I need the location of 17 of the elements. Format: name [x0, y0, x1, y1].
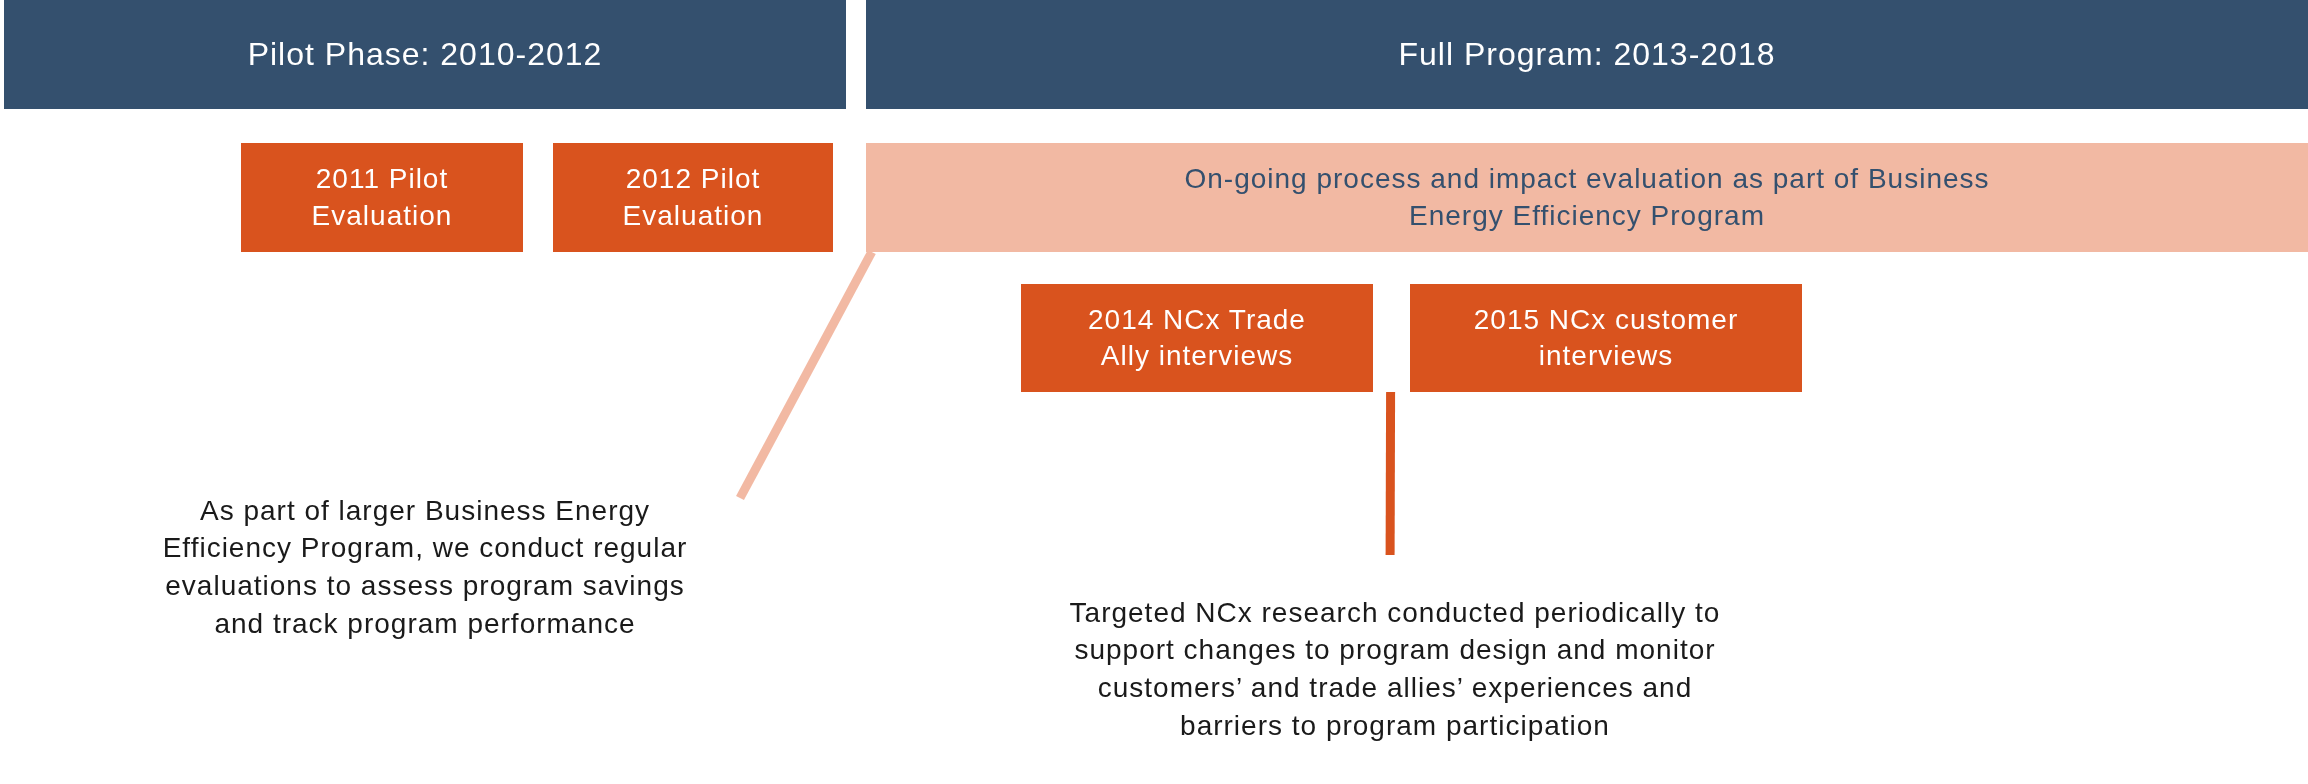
phase-header: [866, 0, 2308, 109]
phase-title: Full Program: 2013-2018: [1398, 34, 1776, 74]
box-label: On-going process and impact evaluation as part of Business Energy Efficiency Program: [1183, 162, 1991, 233]
note-text: Targeted NCx research conducted periodically to support changes to program design and monitor customers’ and trade allies’ experiences and barriers to program participation: [1068, 595, 1722, 743]
evaluation-box: [1410, 284, 1802, 392]
leader-line: [1385, 392, 1396, 555]
box-label: 2011 Pilot Evaluation: [310, 162, 454, 233]
evaluation-box: [1021, 284, 1373, 392]
phase-header: [4, 0, 846, 109]
phase-title: Pilot Phase: 2010-2012: [247, 34, 603, 74]
evaluation-band: [866, 143, 2308, 252]
evaluation-box: [241, 143, 523, 252]
note-text: As part of larger Business Energy Efficiency Program, we conduct regular evaluations to assess program savings and track program performance: [161, 493, 689, 641]
box-label: 2014 NCx Trade Ally interviews: [1087, 302, 1307, 373]
evaluation-box: [553, 143, 833, 252]
box-label: 2012 Pilot Evaluation: [621, 162, 765, 233]
box-label: 2015 NCx customer interviews: [1472, 302, 1740, 373]
